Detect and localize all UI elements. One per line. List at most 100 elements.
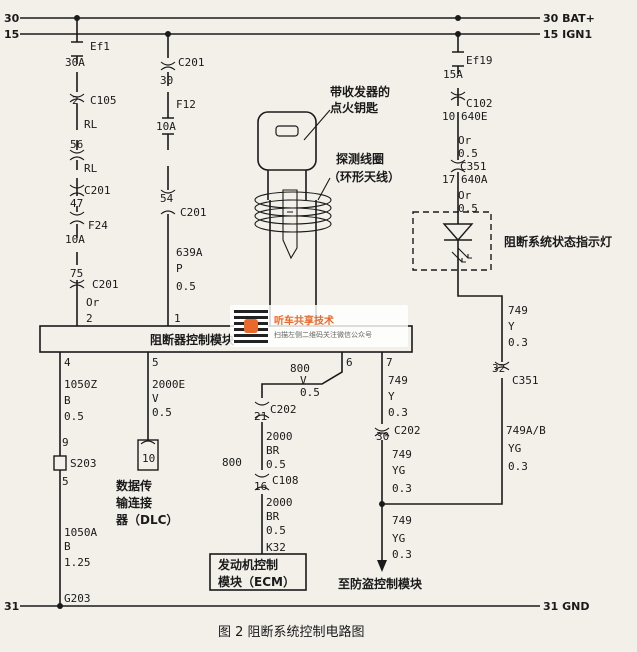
ecm-label-2: 模块（ECM） — [218, 574, 295, 589]
wire-749-d: 749 — [508, 304, 528, 317]
wire-gauge-br-1: 0.5 — [266, 458, 286, 471]
c201-label-b: C201 — [92, 278, 119, 291]
wire-color-yg-3: YG — [508, 442, 521, 455]
c201-top: C201 — [178, 56, 205, 69]
rl-1: RL — [84, 118, 98, 131]
f12-label: F12 — [176, 98, 196, 111]
wire-gauge-yg-2: 0.3 — [392, 548, 412, 561]
wire-color-v-2: V — [300, 374, 307, 387]
rail-31-left-label: 31 — [4, 600, 19, 613]
rail-15-right-label: 15 IGN1 — [543, 28, 592, 41]
wire-2000-a: 2000 — [266, 430, 293, 443]
indicator-lamp-icon — [412, 211, 492, 272]
s203-pin-5: 5 — [62, 475, 69, 488]
c201-label-a: C201 — [84, 184, 111, 197]
wire-1050a: 1050A — [64, 526, 97, 539]
wire-749ab: 749A/B — [506, 424, 546, 437]
wire-2000e: 2000E — [152, 378, 185, 391]
c202-label-a: C202 — [270, 403, 297, 416]
dlc-label-2: 输连接 — [116, 495, 152, 510]
wire-gauge-yg-3: 0.3 — [508, 460, 528, 473]
ecm-label-1: 发动机控制 — [217, 557, 278, 572]
gauge-col3-2: 0.5 — [458, 202, 478, 215]
module-pin-4: 4 — [64, 356, 71, 369]
antitheft-label: 至防盗控制模块 — [338, 576, 423, 591]
wire-color-b-1: B — [64, 394, 71, 407]
watermark-banner: 听车共享技术 扫描左侧二维码关注微信公众号 — [230, 305, 408, 347]
wire-639a: 639A — [176, 246, 203, 259]
dlc-label-3: 器（DLC） — [115, 512, 178, 527]
key-label-1: 带收发器的 — [330, 84, 390, 99]
f24-amp: 10A — [65, 233, 85, 246]
wire-gauge-y-2: 0.3 — [508, 336, 528, 349]
ignition-key-icon — [254, 111, 332, 326]
qr-code-icon — [234, 309, 268, 343]
wire-color-br-2: BR — [266, 510, 280, 523]
indicator-label: 阻断系统状态指示灯 — [504, 234, 612, 249]
c351-label-top: C351 — [460, 160, 487, 173]
wire-gauge-yg-1: 0.3 — [392, 482, 412, 495]
gauge-col3-1: 0.5 — [458, 147, 478, 160]
wire-gauge-v-1: 0.5 — [152, 406, 172, 419]
wire-gauge-b-1: 0.5 — [64, 410, 84, 423]
wire-30: 30 — [160, 74, 173, 87]
rl-2: RL — [84, 162, 98, 175]
rail-30-left-label: 30 — [4, 12, 20, 25]
wire-color-br-1: BR — [266, 444, 280, 457]
ef1-amp: 30A — [65, 56, 85, 69]
wire-800: 800 — [290, 362, 310, 375]
wire-or-2: Or — [458, 189, 472, 202]
wire-or: Or — [86, 296, 100, 309]
module-pin-6: 6 — [346, 356, 353, 369]
wire-749-c: 749 — [392, 514, 412, 527]
f24-label: F24 — [88, 219, 108, 232]
wire-or-1: Or — [458, 134, 472, 147]
wire-1050z: 1050Z — [64, 378, 97, 391]
c202-pin-21: 21 — [254, 410, 267, 423]
c202-label-b: C202 — [394, 424, 421, 437]
rail-31-right-label: 31 GND — [543, 600, 590, 613]
c108-label: C108 — [272, 474, 299, 487]
rail-15-left-label: 15 — [4, 28, 19, 41]
dlc-label-1: 数据传 — [116, 478, 152, 493]
wire-gauge-br-2: 0.5 — [266, 524, 286, 537]
wire-640e: 640E — [461, 110, 488, 123]
wire-color-v-1: V — [152, 392, 159, 405]
module-pin-7: 7 — [386, 356, 393, 369]
splice-s203 — [53, 455, 67, 471]
c102-label: C102 — [466, 97, 493, 110]
key-label-2: 点火钥匙 — [330, 100, 379, 115]
wire-gauge-col2: 0.5 — [176, 280, 196, 293]
module-pin-5: 5 — [152, 356, 159, 369]
watermark-title: 听车共享技术 — [274, 316, 334, 327]
module-pin-1: 1 — [174, 312, 181, 325]
coil-label-2: （环形天线） — [328, 169, 400, 184]
c102-pin: 10 — [442, 110, 455, 123]
c351-pin-32: 32 — [492, 362, 505, 375]
dlc-pin: 10 — [142, 452, 155, 465]
ef19-amp: 15A — [443, 68, 463, 81]
f12-amp: 10A — [156, 120, 176, 133]
c202-pin-30: 30 — [376, 430, 389, 443]
module-pin-2: 2 — [86, 312, 93, 325]
wire-749-a: 749 — [388, 374, 408, 387]
c108-pin-16: 16 — [254, 480, 267, 493]
wire-color-yg-2: YG — [392, 532, 405, 545]
wire-color-yg-1: YG — [392, 464, 405, 477]
watermark-subtitle: 扫描左侧二维码关注微信公众号 — [274, 331, 372, 339]
wire-gauge-v-2: 0.5 — [300, 386, 320, 399]
rail-30-right-label: 30 BAT+ — [543, 12, 595, 25]
c351-label-bottom: C351 — [512, 374, 539, 387]
module-label: 阻断器控制模块 — [150, 332, 235, 347]
wire-54: 54 — [160, 192, 174, 205]
wire-color-y-2: Y — [508, 320, 515, 333]
wire-gauge-b-2: 1.25 — [64, 556, 91, 569]
wire-56: 56 — [70, 138, 83, 151]
s203-label: S203 — [70, 457, 97, 470]
ef1-label: Ef1 — [90, 40, 110, 53]
wire-gauge-y-1: 0.3 — [388, 406, 408, 419]
c201-mid: C201 — [180, 206, 207, 219]
wire-75: 75 — [70, 267, 83, 280]
s203-pin-9: 9 — [62, 436, 69, 449]
wire-749-b: 749 — [392, 448, 412, 461]
